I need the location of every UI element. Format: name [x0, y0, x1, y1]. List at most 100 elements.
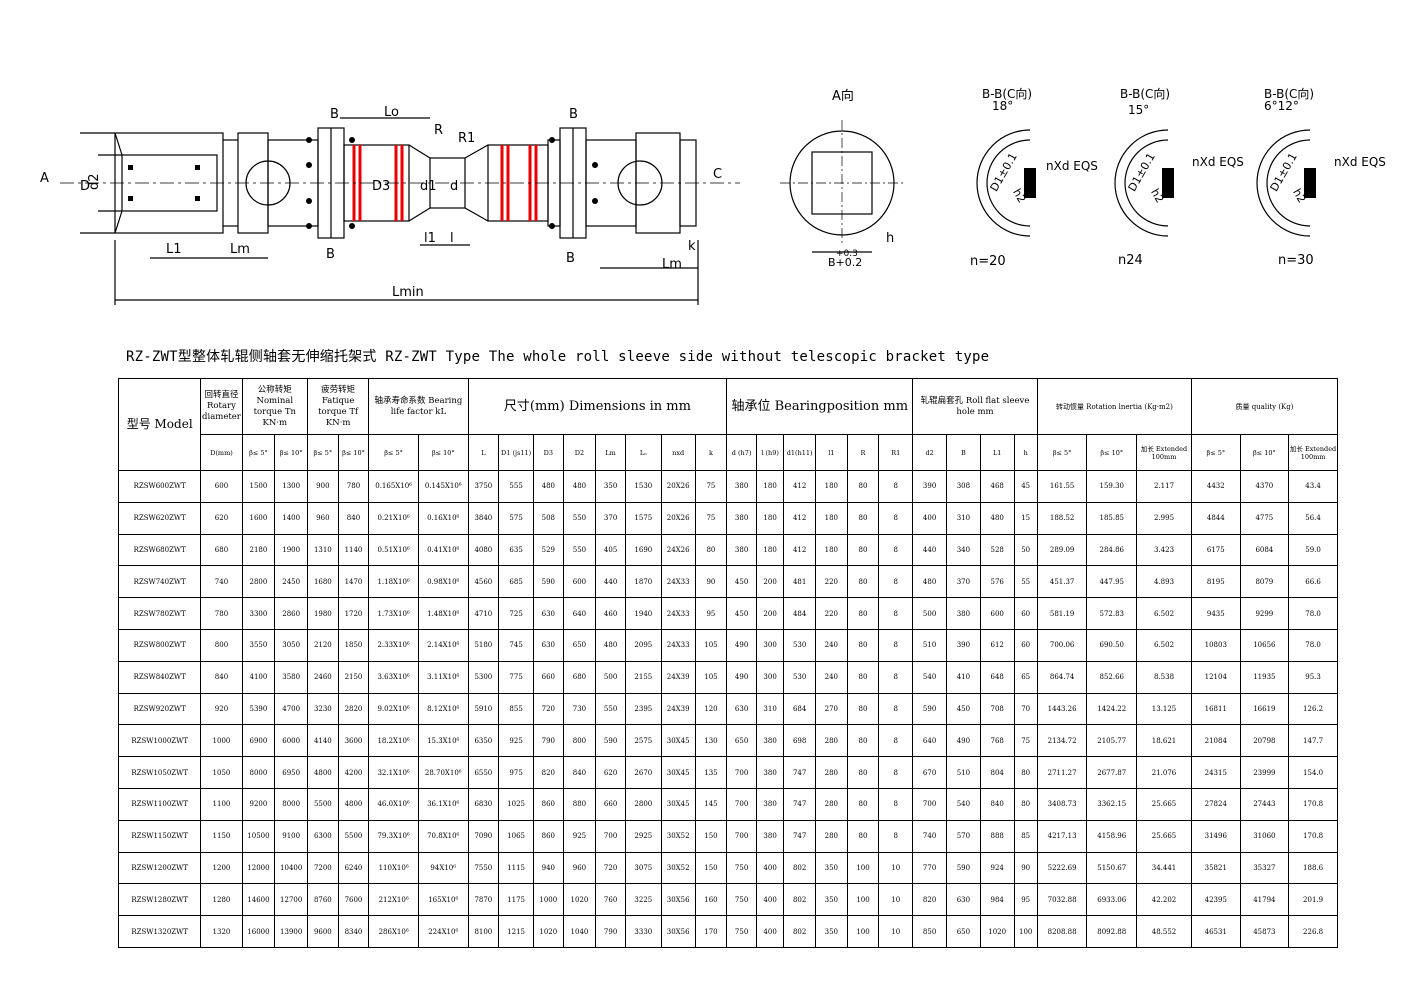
- table-cell: 2150: [337, 660, 370, 694]
- section-1-n: n=20: [970, 254, 1006, 269]
- table-cell: 9435: [1190, 597, 1241, 630]
- table-cell: 7200: [307, 851, 339, 885]
- table-cell: 170.8: [1288, 819, 1338, 853]
- table-cell: 4710: [467, 597, 500, 630]
- table-cell: 180: [755, 501, 785, 535]
- table-cell: 700: [726, 819, 757, 853]
- table-cell: 30X52: [660, 851, 696, 885]
- table-cell: 484: [783, 597, 816, 630]
- table-cell: 59.0: [1288, 533, 1338, 567]
- table-cell: 380: [755, 756, 785, 789]
- table-cell: 700: [912, 787, 947, 821]
- header-col: l (h9): [755, 434, 785, 471]
- label-k: k: [688, 239, 696, 254]
- header-dimensions: 尺寸(mm) Dimensions in mm: [467, 378, 728, 435]
- header-col: D(mm): [200, 434, 243, 471]
- table-cell: 66.6: [1288, 565, 1338, 599]
- table-cell: 860: [533, 787, 564, 821]
- view-a-h: h: [886, 231, 894, 246]
- table-cell: 31060: [1239, 819, 1290, 853]
- header-col: nxd: [660, 434, 696, 471]
- table-cell: 280: [815, 756, 848, 789]
- table-cell: 412: [783, 533, 816, 567]
- table-cell: 8: [878, 692, 914, 726]
- table-cell: 100: [846, 851, 880, 885]
- table-cell: 4100: [241, 660, 276, 694]
- table-cell: RZSW1320ZWT: [117, 915, 202, 948]
- table-cell: 4217.13: [1036, 819, 1088, 853]
- table-cell: 95.3: [1288, 660, 1338, 694]
- table-cell: 975: [498, 756, 535, 789]
- table-cell: 405: [595, 533, 626, 567]
- table-cell: 1530: [624, 470, 662, 503]
- table-cell: 289.09: [1036, 533, 1088, 567]
- table-cell: 2711.27: [1036, 756, 1088, 789]
- table-cell: 650: [726, 724, 757, 758]
- table-cell: 2677.87: [1086, 756, 1138, 789]
- table-cell: 160: [694, 883, 728, 917]
- view-a-tolerance: +0.3: [836, 249, 858, 259]
- table-cell: 860: [533, 819, 564, 853]
- table-cell: 80: [846, 533, 880, 567]
- table-cell: 80: [846, 724, 880, 758]
- table-cell: 10: [878, 915, 914, 948]
- table-cell: 4080: [467, 533, 500, 567]
- table-cell: 750: [726, 915, 757, 948]
- table-cell: 300: [755, 628, 785, 662]
- table-cell: 8: [878, 660, 914, 694]
- table-cell: 400: [755, 883, 785, 917]
- label-Lmin: Lmin: [392, 285, 424, 300]
- table-cell: 480: [912, 565, 947, 599]
- table-cell: 8760: [307, 883, 339, 917]
- table-cell: 6240: [337, 851, 370, 885]
- table-cell: 490: [726, 628, 757, 662]
- table-cell: 1020: [562, 883, 597, 917]
- table-cell: 7550: [467, 851, 500, 885]
- table-cell: 770: [912, 851, 947, 885]
- table-cell: 31496: [1190, 819, 1241, 853]
- header-col: d (h7): [726, 434, 757, 471]
- table-cell: 1400: [274, 501, 309, 535]
- table-cell: 745: [498, 628, 535, 662]
- table-cell: RZSW600ZWT: [117, 470, 202, 503]
- header-col: D3: [533, 434, 564, 471]
- table-cell: 4800: [337, 787, 370, 821]
- table-cell: 2.14X10⁶: [417, 628, 469, 662]
- table-cell: 147.7: [1288, 724, 1338, 758]
- table-cell: 768: [979, 724, 1015, 758]
- table-cell: 3750: [467, 470, 500, 503]
- section-1-title: B-B(C向): [982, 86, 1032, 101]
- table-cell: 747: [783, 819, 816, 853]
- table-cell: 130: [694, 724, 728, 758]
- table-cell: 7870: [467, 883, 500, 917]
- header-bearing-life: 轴承寿命系数 Bearing life factor kL: [368, 378, 469, 435]
- table-cell: 1115: [498, 851, 535, 885]
- table-cell: 1320: [200, 915, 243, 948]
- spec-table: 型号 Model 回转直径 Rotary diameter 公称转矩 Nomin…: [117, 378, 1339, 948]
- table-cell: 380: [755, 819, 785, 853]
- table-cell: 18.2X10⁶: [368, 724, 419, 758]
- header-model: 型号 Model: [117, 378, 202, 471]
- table-cell: 1050: [200, 756, 243, 789]
- table-cell: 1424.22: [1086, 692, 1138, 726]
- table-cell: 80: [1013, 756, 1038, 789]
- table-cell: 804: [979, 756, 1015, 789]
- table-cell: 79.3X10⁶: [368, 819, 419, 853]
- table-cell: 864.74: [1036, 660, 1088, 694]
- table-cell: 780: [337, 470, 370, 503]
- table-cell: 6000: [274, 724, 309, 758]
- table-cell: 13900: [274, 915, 309, 948]
- table-cell: 900: [307, 470, 339, 503]
- table-cell: 4560: [467, 565, 500, 599]
- table-cell: 481: [783, 565, 816, 599]
- section-1-angle: 18°: [992, 99, 1013, 113]
- header-col: d2: [912, 434, 947, 471]
- table-cell: 1.73X10⁶: [368, 597, 419, 630]
- table-cell: 802: [783, 883, 816, 917]
- label-d1: d1: [420, 179, 437, 194]
- table-cell: 8100: [467, 915, 500, 948]
- table-cell: 16619: [1239, 692, 1290, 726]
- table-cell: 80: [846, 660, 880, 694]
